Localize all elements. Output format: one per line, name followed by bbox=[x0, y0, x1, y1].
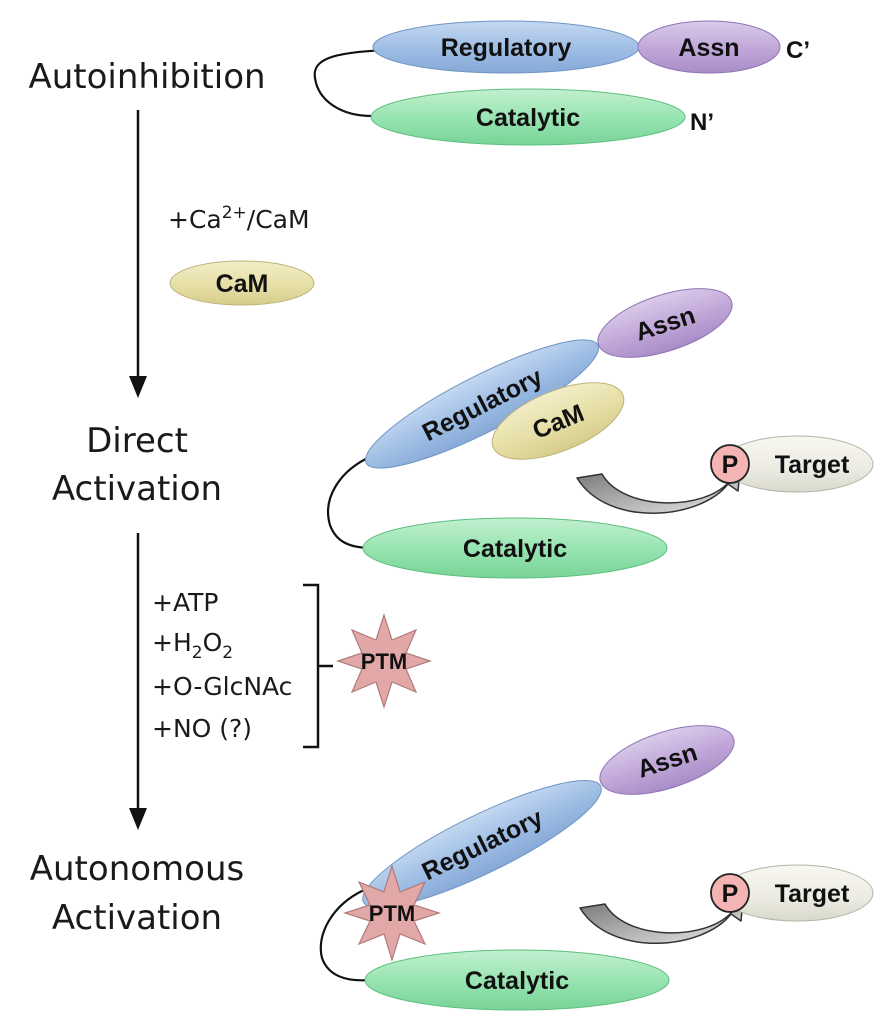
condition-no: +NO (?) bbox=[152, 714, 252, 743]
phospho-circle-1: P bbox=[710, 444, 750, 484]
ptm-star-bound: PTM bbox=[343, 863, 441, 963]
stage-autoinhibition: Autoinhibition bbox=[28, 57, 265, 97]
svg-text:CaM: CaM bbox=[216, 270, 269, 298]
catalytic-domain-2: Catalytic bbox=[362, 517, 668, 579]
n-terminus-label: N’ bbox=[690, 109, 714, 136]
svg-text:P: P bbox=[722, 880, 739, 908]
association-domain-3: Assn bbox=[599, 725, 735, 795]
svg-text:Assn: Assn bbox=[678, 34, 739, 62]
c-terminus-label: C’ bbox=[786, 37, 810, 64]
stage-direct-activation-line2: Activation bbox=[52, 469, 222, 509]
svg-text:PTM: PTM bbox=[361, 649, 407, 674]
linker-3 bbox=[319, 889, 371, 982]
linker-2 bbox=[327, 454, 373, 550]
phospho-circle-2: P bbox=[710, 873, 750, 913]
svg-text:Catalytic: Catalytic bbox=[465, 967, 569, 995]
svg-text:Catalytic: Catalytic bbox=[463, 535, 567, 563]
condition-o-glcnac: +O-GlcNAc bbox=[152, 672, 292, 701]
stage-autonomous-activation-line1: Autonomous bbox=[30, 849, 244, 889]
down-arrow-2 bbox=[129, 533, 147, 830]
stage-autonomous-activation-line2: Activation bbox=[52, 898, 222, 938]
association-domain-2: Assn bbox=[597, 288, 733, 358]
ca-cam-condition: +Ca2+/CaM bbox=[168, 203, 310, 234]
svg-text:Catalytic: Catalytic bbox=[476, 104, 580, 132]
svg-text:PTM: PTM bbox=[369, 901, 415, 926]
svg-text:Target: Target bbox=[775, 451, 850, 479]
down-arrow-1 bbox=[129, 110, 147, 398]
linker-1 bbox=[313, 48, 391, 118]
catalytic-domain-1: Catalytic bbox=[370, 88, 686, 146]
condition-bracket bbox=[303, 583, 333, 749]
cam-bound: CaM bbox=[491, 382, 625, 460]
ptm-star: PTM bbox=[336, 613, 432, 709]
target-1: Target bbox=[720, 435, 874, 493]
condition-h2o2: +H2O2 bbox=[152, 628, 233, 663]
stage-direct-activation-line1: Direct bbox=[86, 421, 188, 461]
regulatory-domain-1: Regulatory bbox=[372, 20, 640, 74]
svg-text:Regulatory: Regulatory bbox=[441, 34, 572, 62]
condition-atp: +ATP bbox=[152, 588, 218, 617]
cam-free: CaM bbox=[169, 260, 315, 306]
svg-text:Target: Target bbox=[775, 880, 850, 908]
catalytic-domain-3: Catalytic bbox=[364, 949, 670, 1011]
svg-text:P: P bbox=[722, 451, 739, 479]
association-domain-1: Assn bbox=[637, 20, 781, 74]
